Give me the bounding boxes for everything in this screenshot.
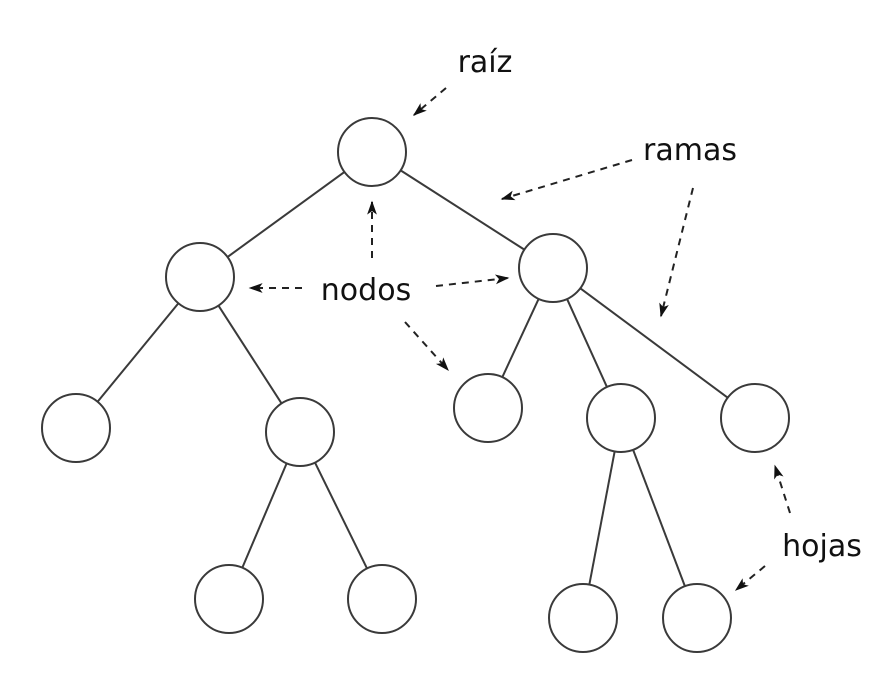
edge-RM-RMR bbox=[632, 449, 686, 587]
node-RR bbox=[720, 383, 790, 453]
edge-L-LR bbox=[217, 305, 283, 404]
arrow-branches-2 bbox=[659, 187, 694, 318]
node-LL bbox=[41, 393, 111, 463]
label-root: raíz bbox=[458, 45, 513, 80]
tree-edges bbox=[96, 169, 729, 587]
edge-root-L bbox=[226, 171, 346, 258]
label-leaves: hojas bbox=[782, 529, 862, 564]
label-branches: ramas bbox=[643, 133, 737, 168]
arrow-nodes-down bbox=[404, 321, 449, 372]
node-RMR bbox=[662, 583, 732, 653]
node-L bbox=[165, 242, 235, 312]
node-RL bbox=[453, 373, 523, 443]
arrow-root bbox=[412, 87, 447, 116]
arrow-nodes-right bbox=[435, 274, 510, 287]
arrow-branches-1 bbox=[500, 159, 633, 201]
edge-root-R bbox=[400, 169, 525, 251]
arrow-leaves-down bbox=[734, 565, 766, 591]
edge-RM-RML bbox=[588, 451, 616, 585]
arrow-leaves-up bbox=[774, 464, 791, 514]
label-nodes: nodos bbox=[321, 273, 411, 308]
edge-R-RL bbox=[501, 298, 540, 378]
node-RM bbox=[586, 383, 656, 453]
edge-L-LL bbox=[96, 302, 180, 403]
node-LR bbox=[265, 397, 335, 467]
node-LRL bbox=[194, 564, 264, 634]
annotation-arrows bbox=[248, 87, 791, 591]
edge-R-RM bbox=[566, 298, 608, 388]
edge-LR-LRL bbox=[241, 462, 288, 569]
node-R bbox=[518, 233, 588, 303]
tree-nodes bbox=[41, 117, 790, 653]
node-LRR bbox=[347, 564, 417, 634]
edge-R-RR bbox=[579, 287, 729, 399]
node-root bbox=[337, 117, 407, 187]
node-RML bbox=[548, 583, 618, 653]
edge-LR-LRR bbox=[314, 462, 368, 569]
